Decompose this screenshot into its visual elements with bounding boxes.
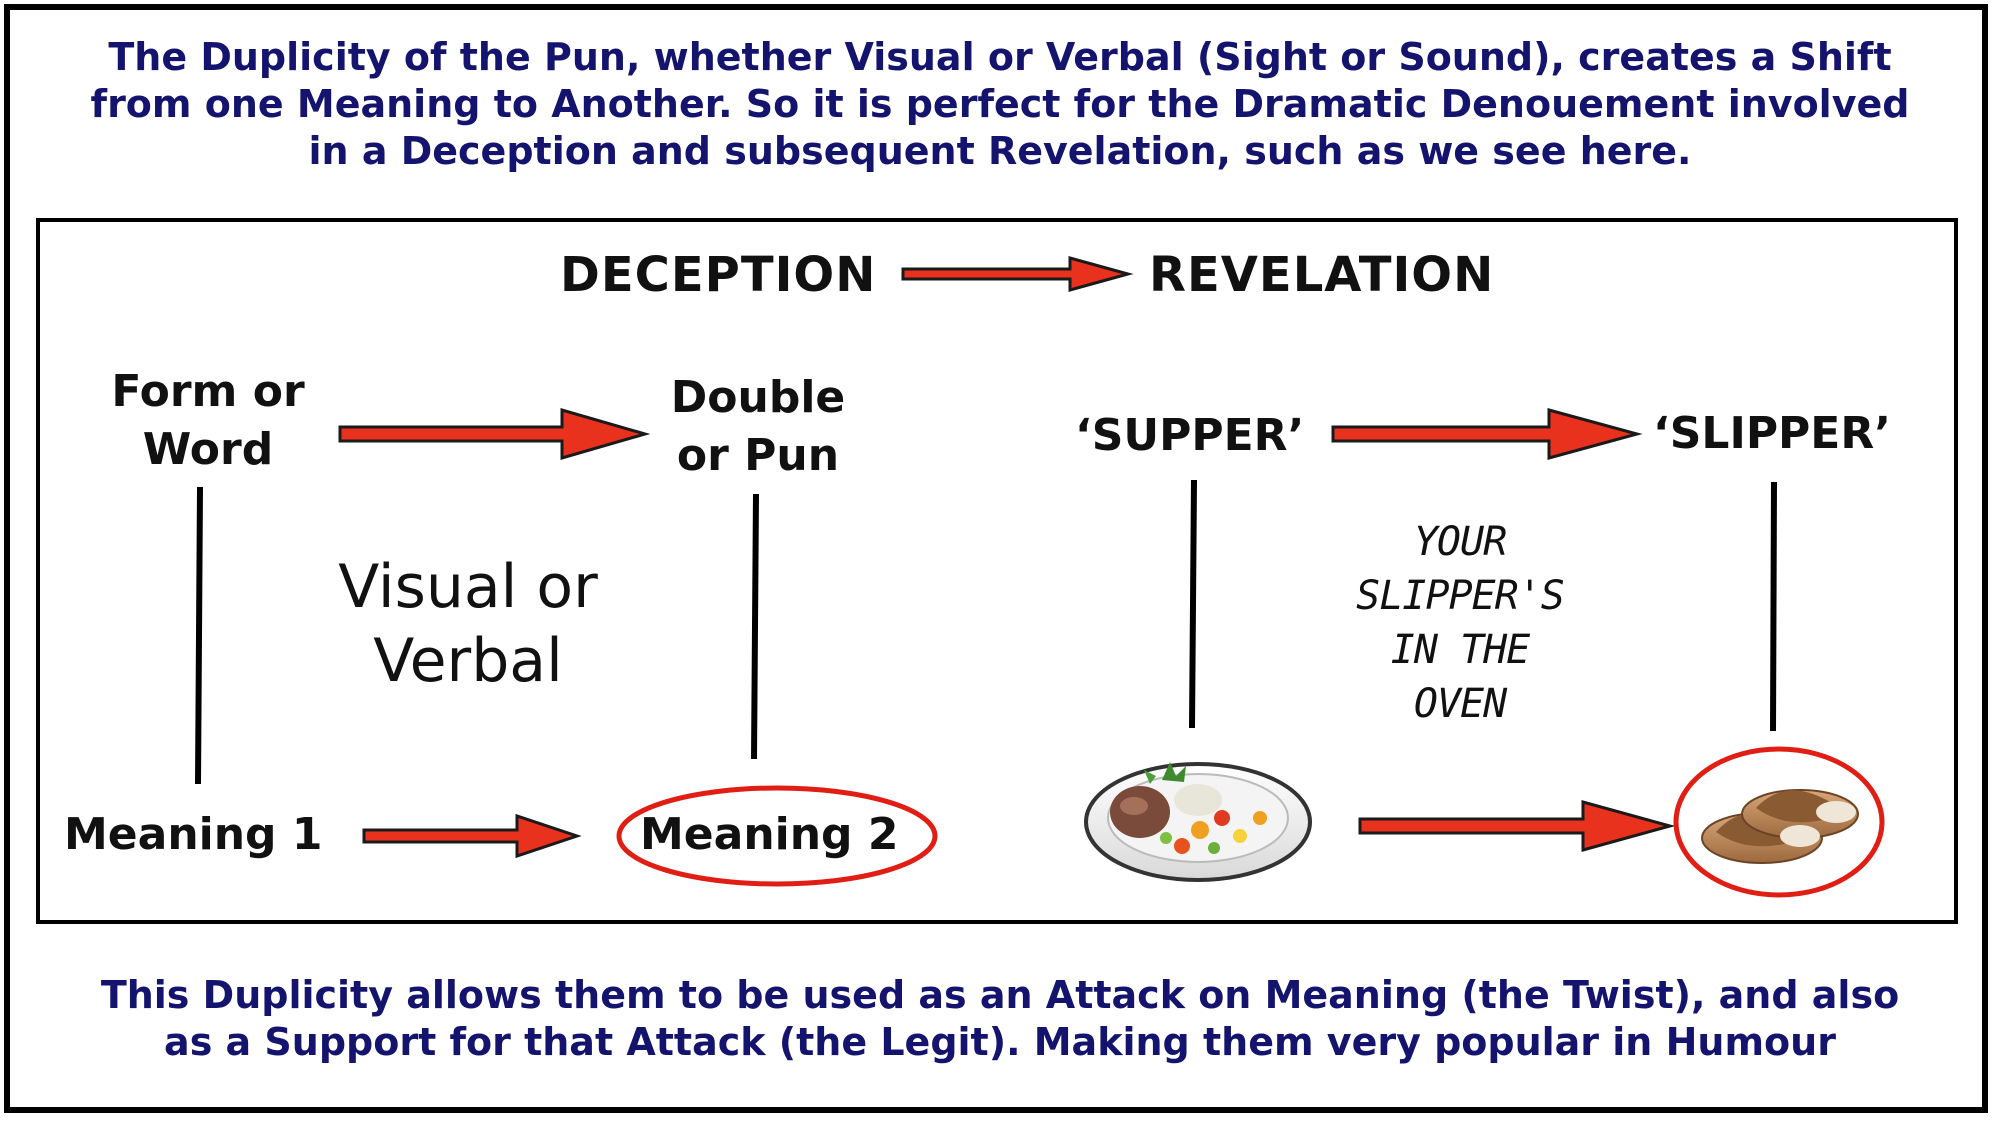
header-text: The Duplicity of the Pun, whether Visual… <box>30 34 1970 175</box>
outer-frame <box>4 4 1988 1113</box>
arrow-meaning1-to-meaning2 <box>362 813 582 859</box>
handwritten-note: YOUR SLIPPER'S IN THE OVEN <box>1340 515 1580 731</box>
line-supper-to-plate <box>1189 479 1197 729</box>
form-line-2: Word <box>142 424 274 475</box>
deception-label: DECEPTION <box>560 247 877 303</box>
arrow-deception-revelation <box>901 256 1134 292</box>
slipper-label: ‘SLIPPER’ <box>1653 408 1891 459</box>
footer-line-1: This Duplicity allows them to be used as… <box>100 973 1900 1017</box>
header-line-2: from one Meaning to Another. So it is pe… <box>90 82 1910 126</box>
double-or-pun-label: Double or Pun <box>648 369 868 485</box>
meaning1-label: Meaning 1 <box>64 809 323 860</box>
double-line-1: Double <box>670 372 846 423</box>
header-line-3: in a Deception and subsequent Revelation… <box>308 129 1692 173</box>
diagram-box <box>36 218 1958 924</box>
visual-or-verbal-label: Visual or Verbal <box>318 550 618 698</box>
arrow-plate-to-slippers <box>1358 800 1676 852</box>
slippers-icon <box>1701 789 1859 864</box>
line-double-to-meaning2 <box>751 493 759 760</box>
footer-text: This Duplicity allows them to be used as… <box>30 972 1970 1066</box>
note-line-3: IN THE <box>1390 627 1531 673</box>
line-slipper-to-slippers <box>1770 481 1777 732</box>
note-line-2: SLIPPER'S <box>1356 573 1565 619</box>
meaning2-label: Meaning 2 <box>640 809 899 860</box>
slippers-ellipse <box>1673 746 1885 898</box>
line-form-to-meaning1 <box>195 486 203 785</box>
form-or-word-label: Form or Word <box>88 363 328 479</box>
arrow-form-to-double <box>338 408 651 460</box>
arrow-supper-to-slipper <box>1331 408 1643 460</box>
meaning2-ellipse <box>616 785 938 887</box>
visual-line-2: Verbal <box>373 626 563 696</box>
footer-line-2: as a Support for that Attack (the Legit)… <box>164 1020 1836 1064</box>
header-line-1: The Duplicity of the Pun, whether Visual… <box>108 35 1892 79</box>
revelation-label: REVELATION <box>1149 247 1495 303</box>
visual-line-1: Visual or <box>338 552 598 622</box>
form-line-1: Form or <box>111 366 305 417</box>
note-line-4: OVEN <box>1413 681 1507 727</box>
note-line-1: YOUR <box>1413 519 1507 565</box>
dinner-plate-icon <box>1084 762 1312 882</box>
supper-label: ‘SUPPER’ <box>1075 410 1305 461</box>
double-line-2: or Pun <box>676 430 840 481</box>
